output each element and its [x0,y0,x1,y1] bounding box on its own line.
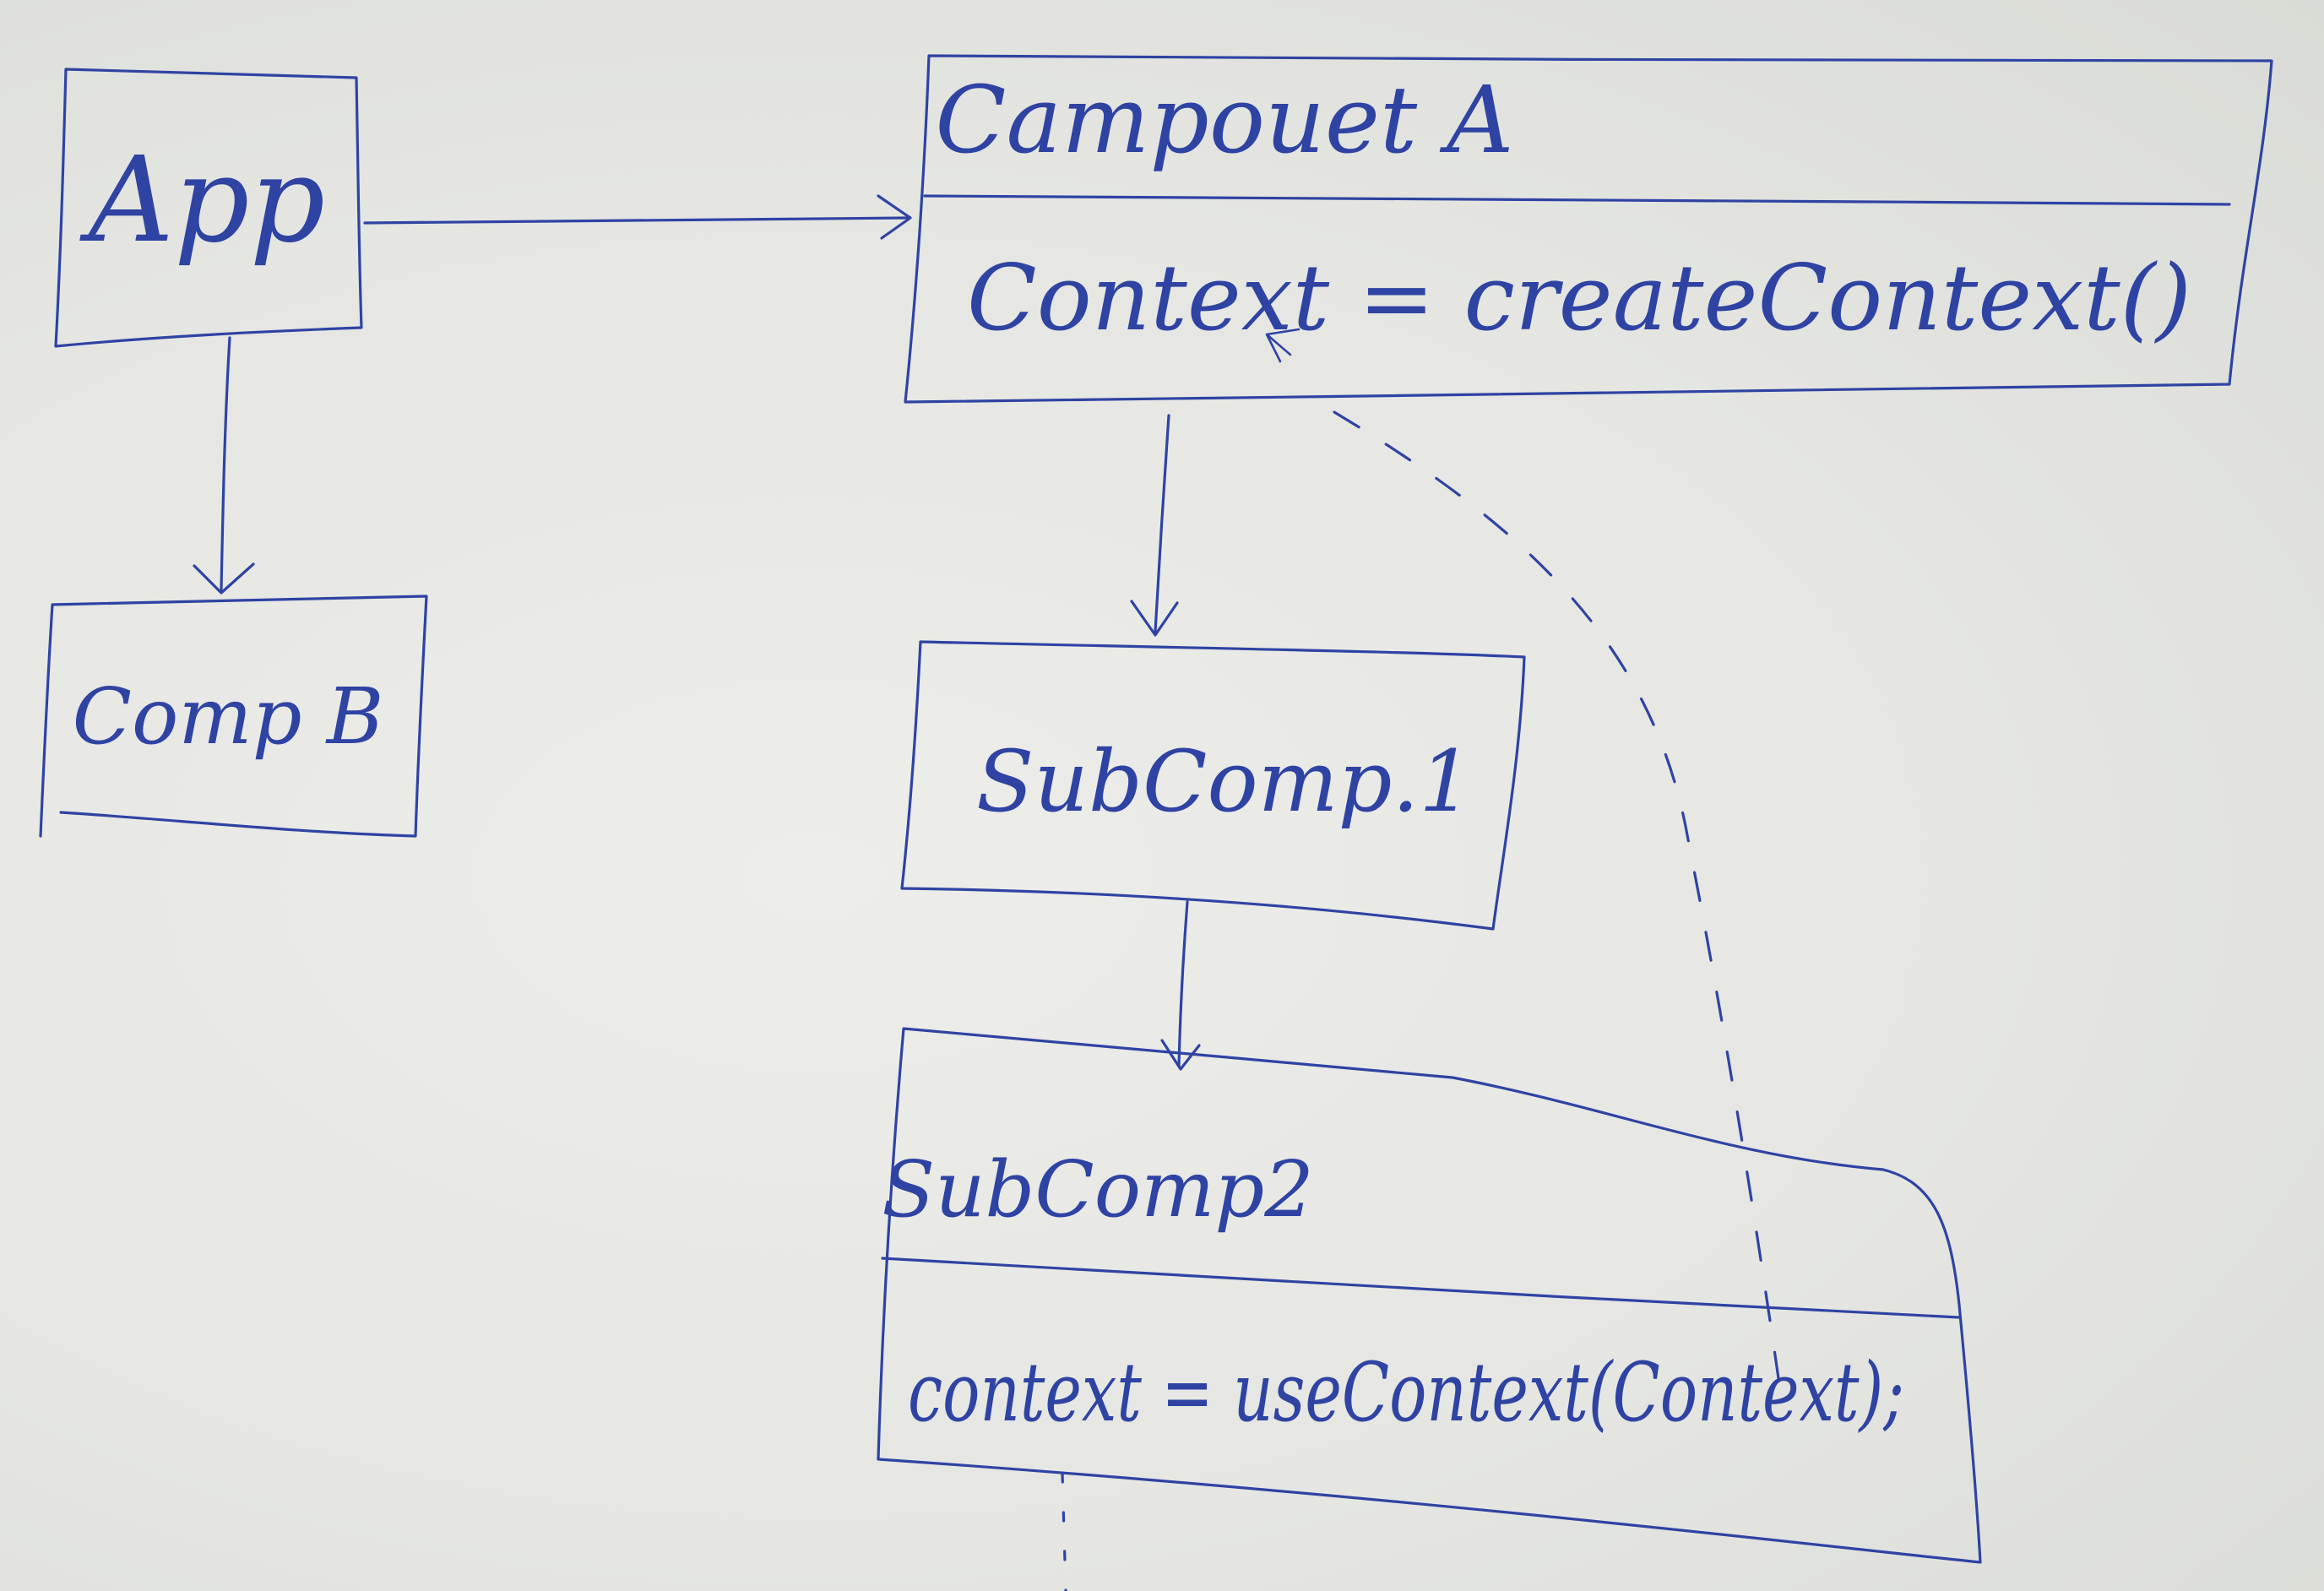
arrow-subcomp1-to-subcomp2 [1160,900,1201,1071]
pointer-arrow-mark [1265,328,1300,363]
app-node: App [54,68,363,348]
arrow-app-to-comp-b [193,336,255,595]
subcomp2-node: SubComp2 context = useContext(Context); [877,1027,1982,1564]
comp-b-label: Comp B [73,671,384,762]
component-a-body: Context = createContext() [967,246,2191,351]
component-a-divider [923,194,2231,206]
comp-b-box [39,595,428,838]
app-label: App [79,132,325,269]
subcomp2-body: context = useContext(Context); [908,1345,1904,1440]
component-a-node: Campouet A Context = createContext() [904,54,2273,404]
component-a-title: Campouet A [935,66,1513,174]
app-box [54,68,363,348]
subcomp2-title: SubComp2 [882,1144,1314,1235]
subcomp1-node: SubComp.1 [900,640,1526,931]
context-dashed-link [1333,410,1784,1404]
continuation-dotted-line [1061,1472,1067,1591]
arrow-component-a-to-subcomp1 [1130,414,1179,637]
arrow-app-to-component-a [363,194,912,240]
subcomp1-box [900,640,1526,931]
subcomp1-label: SubComp.1 [976,732,1473,831]
subcomp2-box [877,1027,1982,1564]
comp-b-node: Comp B [39,595,428,838]
component-a-box [904,54,2273,404]
subcomp2-divider [881,1257,1961,1319]
